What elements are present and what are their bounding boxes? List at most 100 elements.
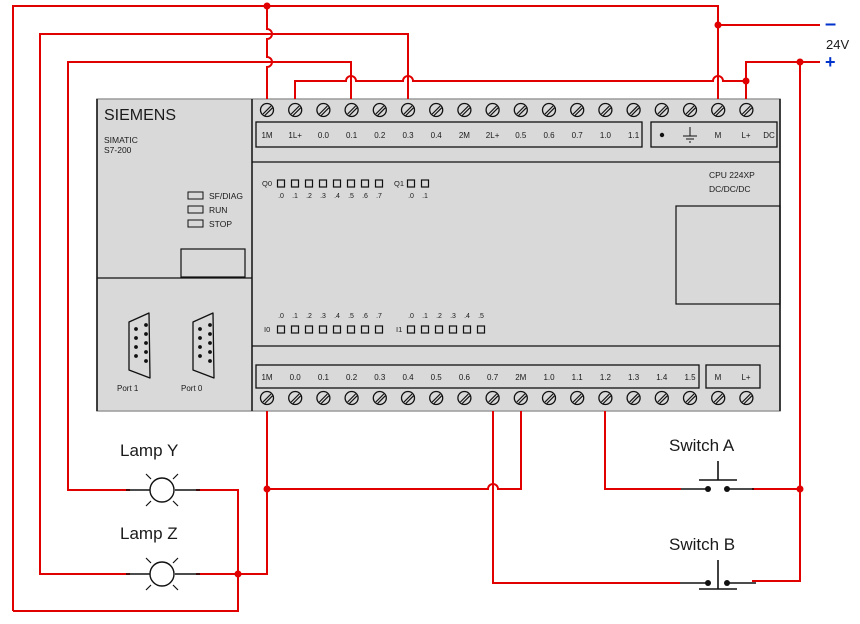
led-stop [187,219,204,228]
wire-plus-switches [752,62,801,582]
dot-terminal-icon [659,132,665,138]
input-led-bit-label: .0 [408,313,414,320]
input-led [462,325,472,334]
q0-label: Q0 [262,179,272,188]
input-led [346,325,356,334]
top-terminal-screw-icon[interactable] [485,102,500,118]
input-led-bit-label: .7 [376,313,382,320]
wire-top-1m [266,6,273,99]
bottom-terminal-screw-icon[interactable] [626,390,641,406]
bottom-terminal-screw-icon[interactable] [682,390,698,406]
top-terminal-label: 0.0 [318,131,330,140]
port-pin [198,327,202,331]
junction-lamp-return [234,570,242,578]
plc-housing [96,98,781,412]
top-terminal-screw-icon[interactable] [288,102,303,118]
input-led [420,325,430,334]
cover-slot [180,248,246,278]
top-terminal-label: 2L+ [486,131,500,140]
bottom-terminal-screw-icon[interactable] [739,390,754,406]
output-led [332,179,342,188]
bottom-terminal-screw-icon[interactable] [485,390,500,406]
bottom-terminal-screw-icon[interactable] [654,390,669,406]
junction-minus [714,21,722,29]
bottom-terminal-screw-icon[interactable] [400,390,416,406]
bottom-terminal-label: 2M [515,373,526,382]
top-terminal-screw-icon[interactable] [711,102,726,118]
top-terminal-screw-icon[interactable] [541,102,557,118]
output-led [304,179,314,188]
port-1-connector-icon [128,312,151,379]
top-terminal-screw-icon[interactable] [429,102,444,118]
top-terminal-label: 0.6 [543,131,555,140]
lamp-y: Lamp Y [120,441,200,507]
input-led [448,325,458,334]
ground-icon [683,127,697,143]
wire-i07-switch-b [492,411,680,584]
output-led [406,179,416,188]
top-terminal-screw-icon[interactable] [682,102,698,118]
bottom-terminal-screw-icon[interactable] [570,390,585,406]
bottom-terminal-label: 0.1 [318,373,330,382]
top-terminal-screw-icon[interactable] [513,102,528,118]
top-terminal-screw-icon[interactable] [739,102,754,118]
top-terminal-screw-icon[interactable] [344,102,359,118]
bottom-terminal-screw-icon[interactable] [541,390,557,406]
top-terminal-screw-icon[interactable] [259,102,275,118]
port-pin [208,332,212,336]
top-terminal-screw-icon[interactable] [372,102,387,118]
top-io-label-box [255,121,643,148]
bottom-terminal-screw-icon[interactable] [711,390,726,406]
bottom-terminal-label: 0.3 [374,373,386,382]
bottom-terminal-label: 1.1 [572,373,584,382]
bottom-terminal-screw-icon[interactable] [288,390,303,406]
wire-24v-plus [745,61,820,81]
top-terminal-screw-icon[interactable] [457,102,472,118]
bottom-terminal-screw-icon[interactable] [259,390,275,406]
input-led-bit-label: .1 [292,313,298,320]
bottom-terminal-label: 1.3 [628,373,640,382]
switch-b[interactable]: Switch B [669,535,756,590]
lamp-z-label: Lamp Z [120,524,178,543]
family-label-2: S7-200 [104,145,132,155]
cartridge-slot [675,205,781,305]
wire-1lplus-lplus [294,75,747,99]
wire-lamp-y-return [13,489,239,612]
led-sf-diag [187,191,204,200]
minus-sign: – [825,13,836,35]
input-led-bit-label: .5 [478,313,484,320]
input-led [304,325,314,334]
top-terminal-screw-icon[interactable] [626,102,641,118]
switch-a[interactable]: Switch A [669,436,754,492]
top-terminal-label: 0.4 [431,131,443,140]
top-terminal-screw-icon[interactable] [400,102,416,118]
i0-label: I0 [264,325,270,334]
top-terminal-screw-icon[interactable] [654,102,669,118]
bottom-terminal-screw-icon[interactable] [513,390,528,406]
bottom-terminal-screw-icon[interactable] [457,390,472,406]
top-terminal-screw-icon[interactable] [570,102,585,118]
bottom-terminal-screw-icon[interactable] [598,390,613,406]
plc-unit: SIEMENS SIMATIC S7-200 SF/DIAG RUN STOP … [96,98,781,412]
input-leds: .0.1.2.3.4.5.6.7.0.1.2.3.4.5 [276,313,486,334]
port-pins [134,323,212,363]
input-led-bit-label: .2 [306,313,312,320]
bottom-terminal-screw-icon[interactable] [344,390,359,406]
port-1-label: Port 1 [117,384,139,393]
wire-i12-switch-a [604,411,681,490]
top-terminal-screw-icon[interactable] [598,102,613,118]
input-led-bit-label: .3 [450,313,456,320]
family-label-1: SIMATIC [104,135,138,145]
top-terminal-label: 1.1 [628,131,640,140]
bottom-terminal-screw-icon[interactable] [429,390,444,406]
bottom-terminal-screw-icon[interactable] [372,390,387,406]
bottom-io-label-box [255,364,700,389]
top-terminal-screw-icon[interactable] [316,102,331,118]
bottom-terminal-label: 1.4 [656,373,668,382]
port-pin [208,323,212,327]
port-0: Port 0 [181,312,215,393]
bottom-terminal-screw-icon[interactable] [316,390,331,406]
input-led-bit-label: .4 [334,313,340,320]
led-run-label: RUN [209,205,227,215]
input-led [406,325,416,334]
